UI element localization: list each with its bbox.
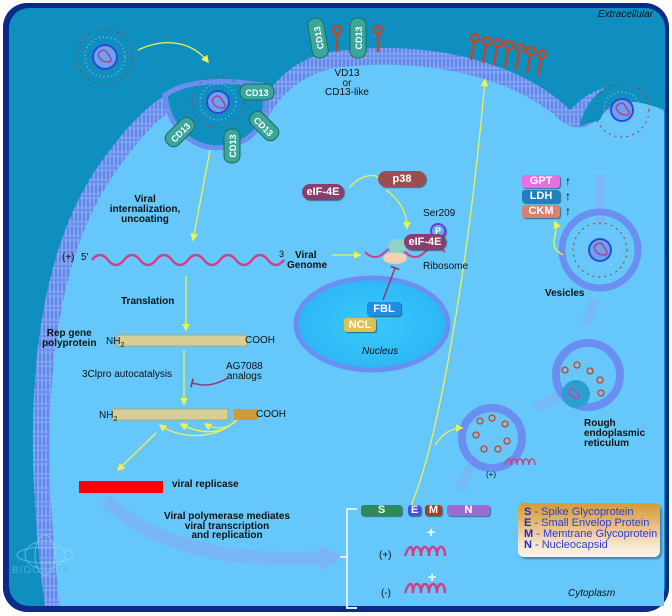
autocatalysis-label: 3Clpro autocatalysis: [82, 369, 173, 380]
legend-item-m: M - Memtrane Glycoprotein: [524, 528, 658, 540]
rep-polyprotein-bar: [116, 334, 248, 347]
plus-sign-2: +: [428, 569, 437, 585]
increase-arrow-icon: ↑: [565, 204, 571, 218]
nucleus-label: Nucleus: [362, 346, 399, 357]
eif4e-bound: eIF-4E: [404, 234, 446, 250]
svg-text:CD13: CD13: [354, 26, 364, 49]
cd13-receptors: CD13 CD13 CD13 CD13 CD13 CD13: [164, 17, 367, 164]
rer-label: Rough endoplasmic reticulum: [584, 418, 646, 449]
plus-strand-rna-small: [504, 458, 536, 466]
cleavage-arrow-3: [203, 417, 239, 431]
membrane-spikes: [331, 24, 548, 77]
protein-transport-arrow: [409, 78, 489, 509]
vesicle: [558, 208, 642, 292]
protein-s: S: [361, 505, 402, 516]
released-virion: [594, 82, 650, 138]
ribosome-large-subunit: [383, 252, 407, 264]
ribosome-label: Ribosome: [423, 261, 469, 272]
cleaved-fragment-bar: [234, 409, 258, 420]
p38-kinase: p38: [378, 171, 426, 187]
attachment-arrow: [137, 42, 209, 64]
ser209-label: Ser209: [423, 208, 456, 219]
rough-er: [552, 339, 624, 411]
replicase-label: viral replicase: [172, 479, 239, 490]
to-er-vesicle-arrow: [434, 424, 464, 446]
enzyme-ldh: LDH ↑: [522, 190, 571, 203]
plus-strand-label: (+): [379, 550, 392, 561]
increase-arrow-icon: ↑: [565, 174, 571, 188]
enzyme-ckm: CKM ↑: [522, 205, 571, 218]
protein-e: E: [408, 505, 421, 516]
inhibitor-label: AG7088 analogs: [226, 361, 263, 382]
nh2-label-1: NH2: [106, 336, 125, 350]
fbl-inhibition-line: [382, 265, 400, 301]
cooh-label-1: COOH: [245, 335, 275, 346]
legend-item-n: N - Nucleocapsid: [524, 539, 608, 551]
biocarta-logo: [16, 534, 74, 576]
protein-m: M: [425, 505, 442, 516]
p38-to-eif4e-arrow: [385, 189, 411, 230]
protein-n: N: [447, 505, 490, 516]
svg-text:CD13: CD13: [228, 134, 238, 157]
three-prime-label: 3: [279, 249, 285, 259]
internalization-label: Viral internalization, uncoating: [109, 194, 181, 225]
vesicles-label: Vesicles: [545, 288, 585, 299]
nh2-label-2: NH2: [99, 410, 118, 424]
genome-sense-label: (+): [62, 252, 75, 263]
exocytosis-pocket: [580, 78, 664, 126]
replicase-arrow: [116, 432, 157, 472]
cooh-label-2: COOH: [256, 409, 286, 420]
viral-replicase-bar: [79, 481, 163, 493]
increase-arrow-icon: ↑: [565, 189, 571, 203]
extracellular-label: Extracellular: [598, 9, 654, 20]
legend-item-s: S - Spike Glycoprotein: [524, 506, 634, 518]
fbl-protein: FBL: [367, 302, 401, 316]
biocarta-watermark: BIOCARTA: [12, 565, 71, 576]
minus-strand-label: (-): [381, 588, 391, 599]
ncl-protein: NCL: [344, 318, 376, 332]
cleaved-polyprotein-bar: [111, 408, 229, 421]
five-prime-label: 5': [81, 252, 89, 263]
bound-virion: [191, 75, 245, 129]
free-virion: [76, 28, 134, 86]
viral-genome-rna: [91, 253, 285, 267]
plus-strand-rna: [403, 545, 447, 557]
minus-strand-rna: [403, 582, 447, 594]
inhibition-line: [190, 377, 229, 388]
eif4e-unbound: eIF-4E: [302, 184, 344, 200]
ribosome-small-subunit: [388, 239, 408, 253]
receptor-caption: VD13 or CD13-like: [325, 68, 369, 98]
internalization-arrow: [190, 149, 211, 242]
er-vesicle: [458, 404, 536, 472]
enzyme-gpt: GPT ↑: [522, 175, 571, 188]
er-plus-strand-label: (+): [486, 470, 496, 479]
replication-bracket: [340, 508, 357, 609]
protein-legend: S - Spike Glycoprotein E - Small Envelop…: [518, 503, 660, 557]
rep-gene-label: Rep gene polyprotein: [42, 328, 97, 349]
cd13-label: CD13: [245, 88, 268, 98]
cytoplasm-label: Cytoplasm: [568, 588, 616, 599]
viral-genome-label: Viral Genome: [287, 250, 328, 271]
to-enzymes-arrow: [553, 220, 564, 256]
svg-text:CD13: CD13: [312, 26, 326, 50]
legend-item-e: E - Small Envelop Protein: [524, 517, 650, 529]
translation-label: Translation: [121, 296, 175, 307]
plus-sign-1: +: [427, 524, 436, 540]
polymerase-flow-arrow: [100, 494, 326, 566]
polymerase-label: Viral polymerase mediates viral transcri…: [164, 511, 290, 541]
